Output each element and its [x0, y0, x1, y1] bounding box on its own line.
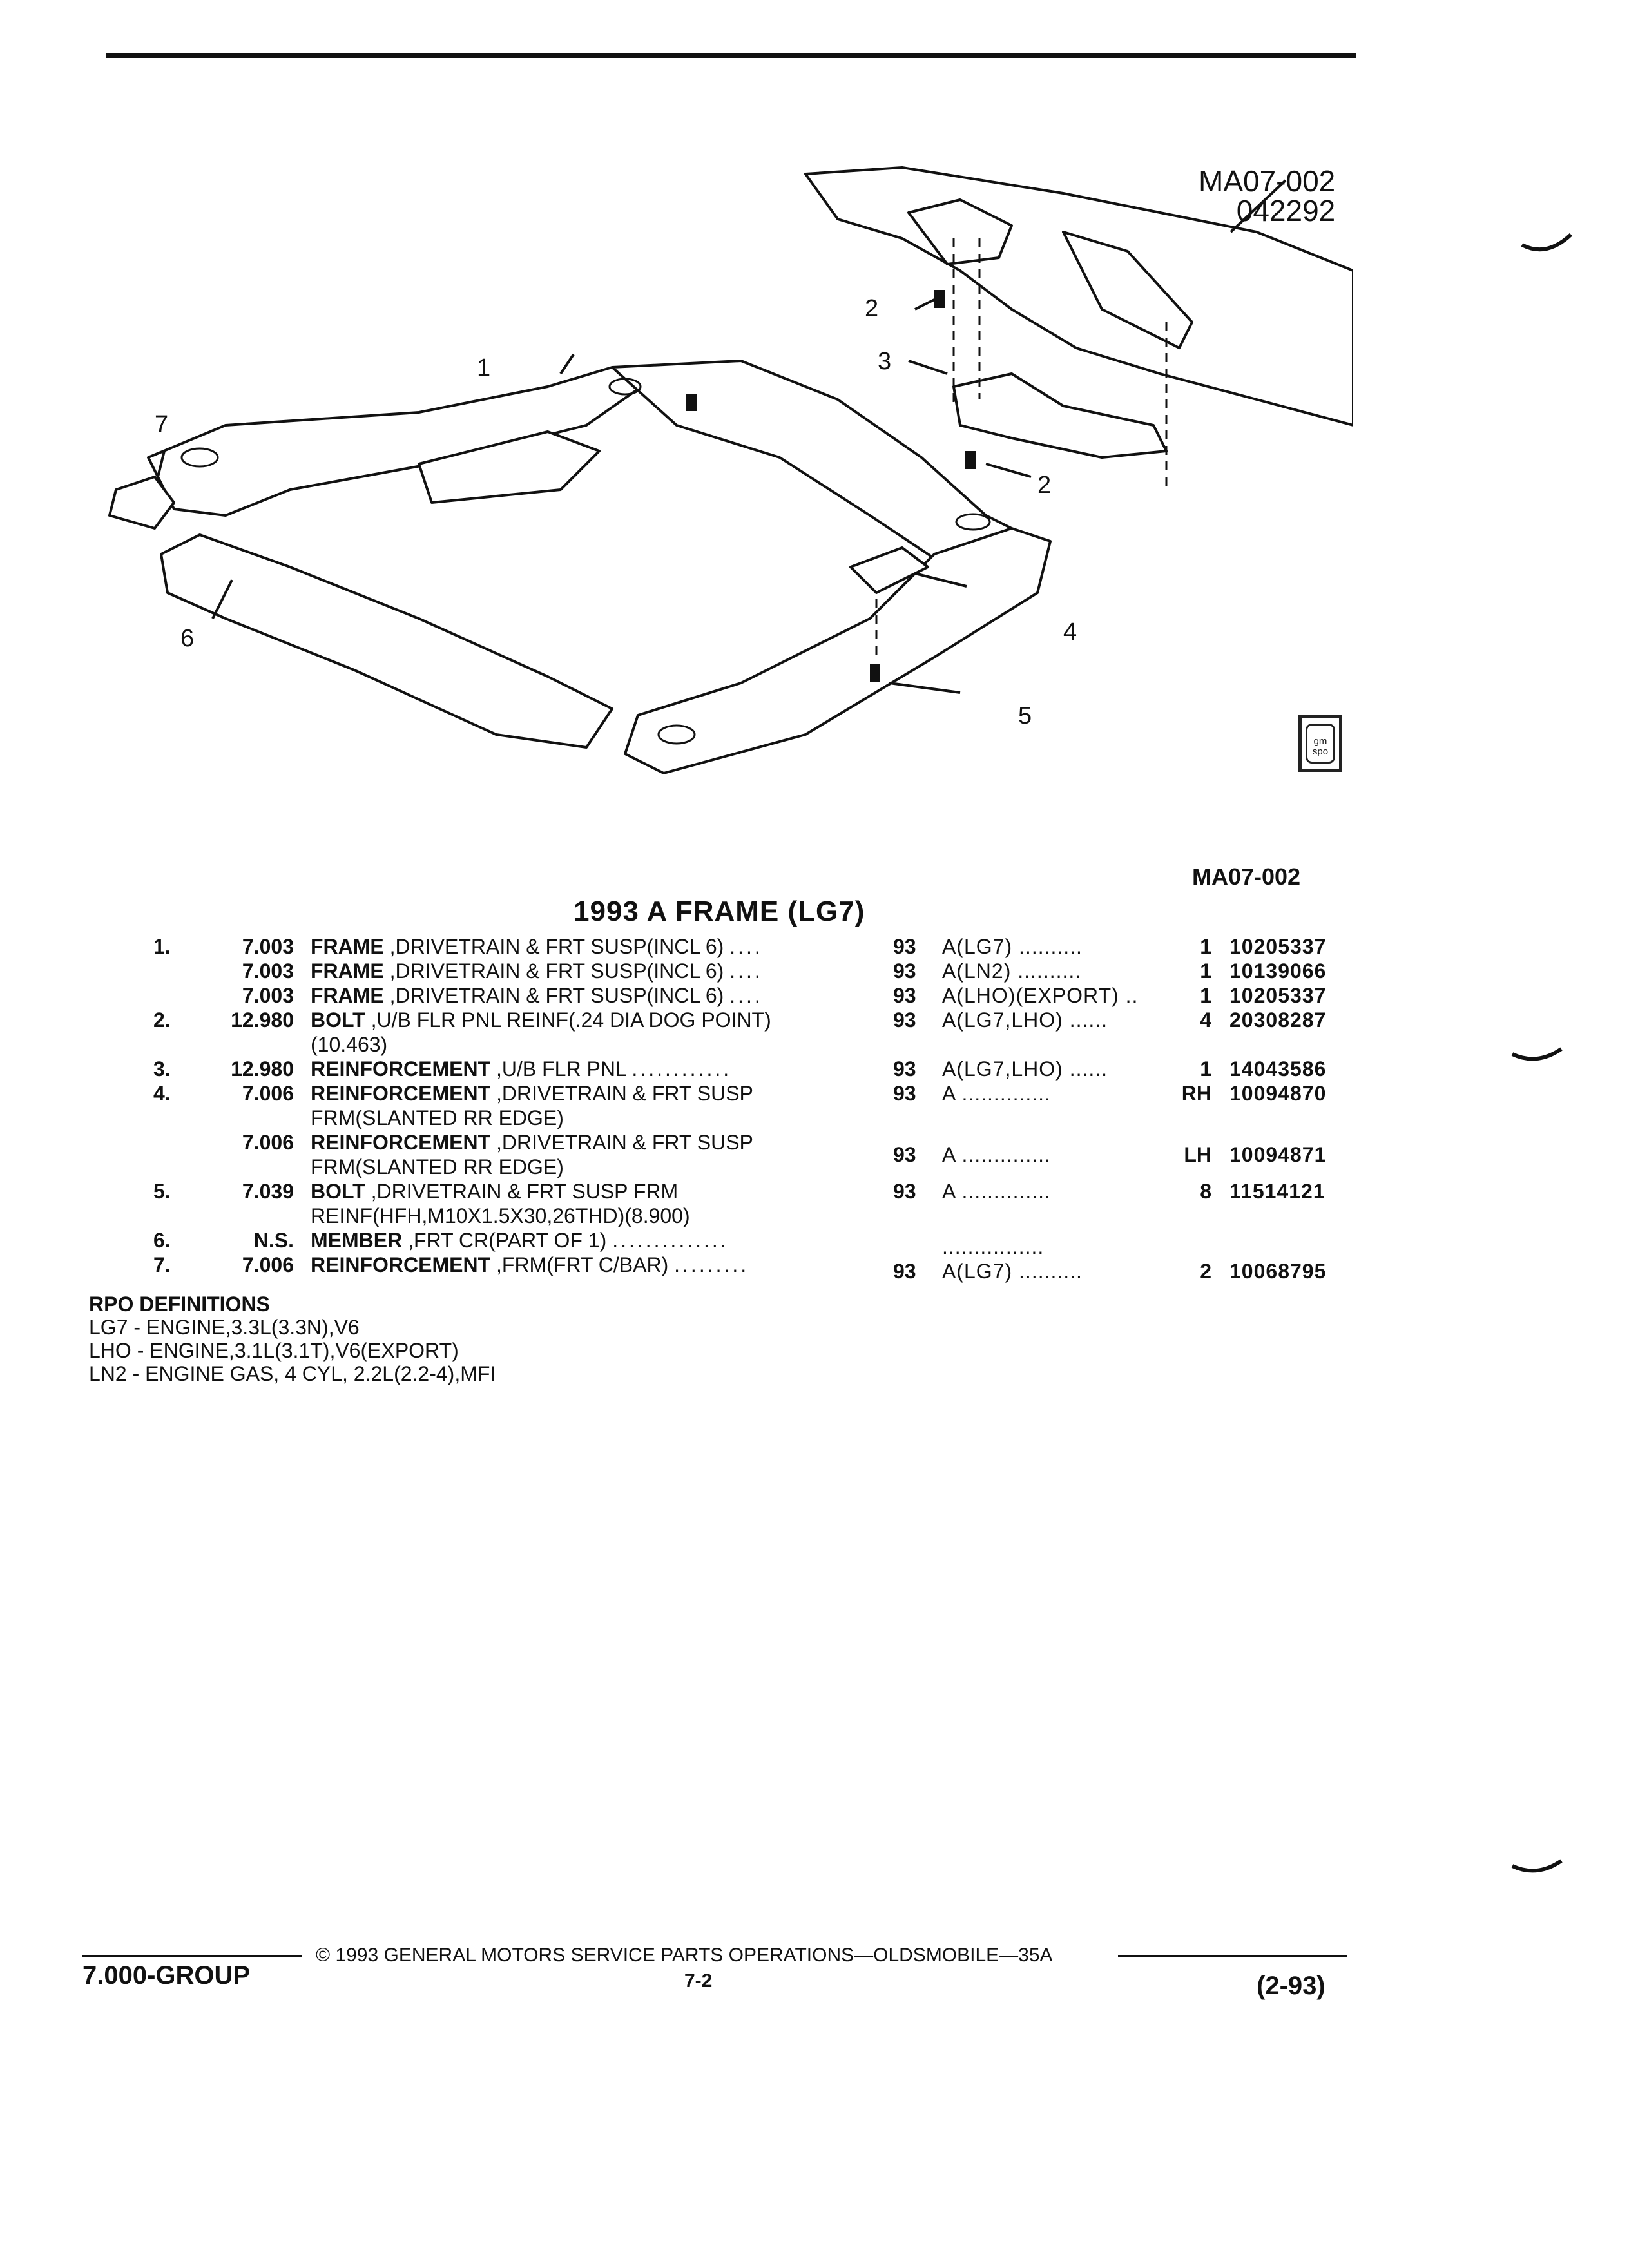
diagram-code: MA07-002 042292 [1199, 164, 1336, 227]
callout-2: 2 [1037, 472, 1052, 499]
exploded-frame-diagram: 1 2 2 3 4 5 6 7 [97, 155, 1354, 812]
top-rule [106, 53, 1356, 58]
rpo-heading: RPO DEFINITIONS [89, 1293, 270, 1316]
rpo-line: LG7 - ENGINE,3.3L(3.3N),V6 [89, 1316, 360, 1339]
rpo-line: LN2 - ENGINE GAS, 4 CYL, 2.2L(2.2-4),MFI [89, 1362, 496, 1385]
footer-rule [82, 1955, 302, 1957]
binder-mark-icon [1511, 1047, 1563, 1061]
footer-date: (2-93) [1257, 1972, 1325, 2000]
frame-illustration [108, 166, 1354, 774]
section-title: 1993 A FRAME (LG7) [574, 896, 865, 927]
callout-4: 4 [1063, 619, 1077, 646]
callout-6: 6 [180, 625, 195, 652]
callout-5: 5 [1018, 702, 1032, 729]
footer-group: 7.000-GROUP [82, 1961, 251, 1990]
footer-rule [1118, 1955, 1347, 1957]
rpo-line: LHO - ENGINE,3.1L(3.1T),V6(EXPORT) [89, 1339, 459, 1362]
binder-mark-icon [1511, 1859, 1563, 1873]
rpo-definitions: RPO DEFINITIONS LG7 - ENGINE,3.3L(3.3N),… [89, 1293, 496, 1385]
callout-2: 2 [865, 295, 879, 322]
binder-mark-icon [1521, 233, 1572, 252]
reference-code: MA07-002 [1192, 863, 1301, 890]
callout-7: 7 [155, 411, 169, 438]
callout-3: 3 [878, 348, 892, 375]
footer-copyright: © 1993 GENERAL MOTORS SERVICE PARTS OPER… [316, 1945, 1053, 1966]
gm-spo-logo: gm spo [1298, 715, 1342, 772]
callout-1: 1 [477, 354, 491, 381]
footer-page-number: 7-2 [684, 1970, 713, 1992]
